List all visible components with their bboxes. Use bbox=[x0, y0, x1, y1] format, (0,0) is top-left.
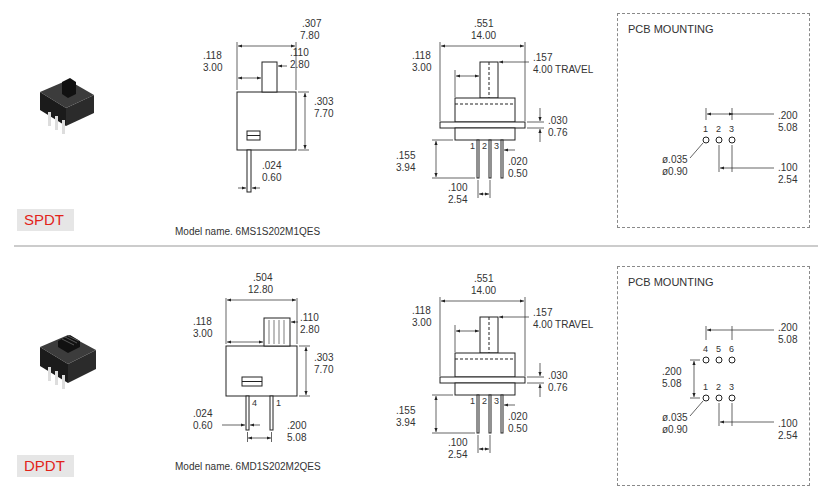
panel-heading: PCB MOUNTING bbox=[628, 23, 714, 36]
dimension-label: .200 bbox=[662, 366, 681, 378]
dimension-label: .020 bbox=[508, 156, 527, 168]
dimension-label: 7.80 bbox=[300, 30, 319, 42]
dimension-label: 0.60 bbox=[193, 420, 212, 432]
dimension-label: 0.76 bbox=[548, 382, 567, 394]
dimension-label: .118 bbox=[412, 305, 431, 317]
dimension-label: .030 bbox=[548, 115, 567, 127]
dimension-label: 3.00 bbox=[203, 62, 222, 74]
pin-number: 6 bbox=[729, 344, 734, 354]
dimension-label: ø0.90 bbox=[662, 424, 688, 436]
pin-number: 1 bbox=[276, 398, 281, 408]
dimension-label: ø.035 bbox=[662, 412, 688, 424]
pin-number: 2 bbox=[482, 396, 487, 406]
dimension-label: 2.54 bbox=[778, 174, 797, 186]
dimension-label: .024 bbox=[262, 160, 281, 172]
dimension-label: 14.00 bbox=[471, 30, 496, 42]
dimension-label: .100 bbox=[778, 162, 797, 174]
dimension-label: .504 bbox=[253, 272, 272, 284]
model-name: Model name. 6MD1S202M2QES bbox=[175, 461, 321, 473]
dimension-label: 4.00 TRAVEL bbox=[533, 319, 593, 331]
switch-type: DPDT bbox=[24, 457, 65, 474]
dimension-label: .118 bbox=[193, 316, 212, 328]
dimension-label: 0.76 bbox=[548, 127, 567, 139]
dimension-label: .110 bbox=[300, 312, 319, 324]
pin-number: 4 bbox=[703, 344, 708, 354]
dimension-label: 3.94 bbox=[396, 417, 415, 429]
panel-heading: PCB MOUNTING bbox=[628, 276, 714, 289]
dimension-label: .155 bbox=[396, 150, 415, 162]
dimension-label: .024 bbox=[193, 408, 212, 420]
dimension-label: 5.08 bbox=[778, 334, 797, 346]
dimension-label: 2.80 bbox=[290, 59, 309, 71]
pcb-mounting-panel: PCB MOUNTING bbox=[617, 266, 810, 486]
dimension-label: 2.54 bbox=[448, 194, 467, 206]
dimension-label: .303 bbox=[314, 352, 333, 364]
pin-number: 3 bbox=[729, 382, 734, 392]
switch-type-badge: DPDT bbox=[17, 455, 74, 477]
dimension-label: .100 bbox=[778, 418, 797, 430]
dimension-label: .200 bbox=[778, 110, 797, 122]
dimension-label: 3.00 bbox=[193, 328, 212, 340]
dimension-label: .551 bbox=[474, 273, 493, 285]
dimension-label: .155 bbox=[396, 405, 415, 417]
dimension-label: .157 bbox=[533, 307, 552, 319]
pin-number: 3 bbox=[729, 124, 734, 134]
dimension-label: 12.80 bbox=[248, 284, 273, 296]
dimension-label: ø.035 bbox=[662, 154, 688, 166]
pin-number: 1 bbox=[470, 396, 475, 406]
dimension-label: .110 bbox=[290, 47, 309, 59]
dimension-label: .157 bbox=[533, 52, 552, 64]
dimension-label: 4.00 TRAVEL bbox=[533, 64, 593, 76]
pin-number: 3 bbox=[494, 141, 499, 151]
dimension-label: 3.00 bbox=[412, 62, 431, 74]
dimension-label: 2.54 bbox=[778, 430, 797, 442]
dimension-label: 5.08 bbox=[662, 378, 681, 390]
dimension-label: ø0.90 bbox=[662, 166, 688, 178]
dimension-label: 0.50 bbox=[508, 423, 527, 435]
pin-number: 1 bbox=[703, 124, 708, 134]
dimension-label: .100 bbox=[448, 182, 467, 194]
dimension-label: .020 bbox=[508, 411, 527, 423]
pin-number: 5 bbox=[716, 344, 721, 354]
dimension-label: .303 bbox=[314, 96, 333, 108]
pin-number: 3 bbox=[494, 396, 499, 406]
pin-number: 2 bbox=[482, 141, 487, 151]
dimension-label: .030 bbox=[548, 370, 567, 382]
dimension-label: 7.70 bbox=[314, 364, 333, 376]
dimension-label: 0.50 bbox=[508, 168, 527, 180]
dimension-label: 14.00 bbox=[471, 285, 496, 297]
dimension-label: 5.08 bbox=[778, 122, 797, 134]
pin-number: 2 bbox=[716, 382, 721, 392]
pin-number: 2 bbox=[716, 124, 721, 134]
dimension-label: .118 bbox=[203, 50, 222, 62]
switch-type: SPDT bbox=[24, 211, 64, 228]
dimension-label: 2.80 bbox=[300, 324, 319, 336]
dimension-label: .118 bbox=[412, 50, 431, 62]
dimension-label: .551 bbox=[474, 18, 493, 30]
dimension-label: 3.00 bbox=[412, 317, 431, 329]
dimension-label: .307 bbox=[302, 18, 321, 30]
dimension-label: 7.70 bbox=[314, 108, 333, 120]
pin-number: 1 bbox=[470, 141, 475, 151]
dimension-label: .200 bbox=[287, 420, 306, 432]
switch-type-badge: SPDT bbox=[17, 209, 74, 231]
dimension-label: .100 bbox=[448, 437, 467, 449]
dimension-label: .200 bbox=[778, 322, 797, 334]
dimension-label: 2.54 bbox=[448, 449, 467, 461]
dimension-label: 0.60 bbox=[262, 172, 281, 184]
dimension-label: 5.08 bbox=[287, 432, 306, 444]
model-name: Model name. 6MS1S202M1QES bbox=[175, 226, 320, 238]
dimension-label: 3.94 bbox=[396, 162, 415, 174]
pin-number: 1 bbox=[703, 382, 708, 392]
pin-number: 4 bbox=[252, 398, 257, 408]
